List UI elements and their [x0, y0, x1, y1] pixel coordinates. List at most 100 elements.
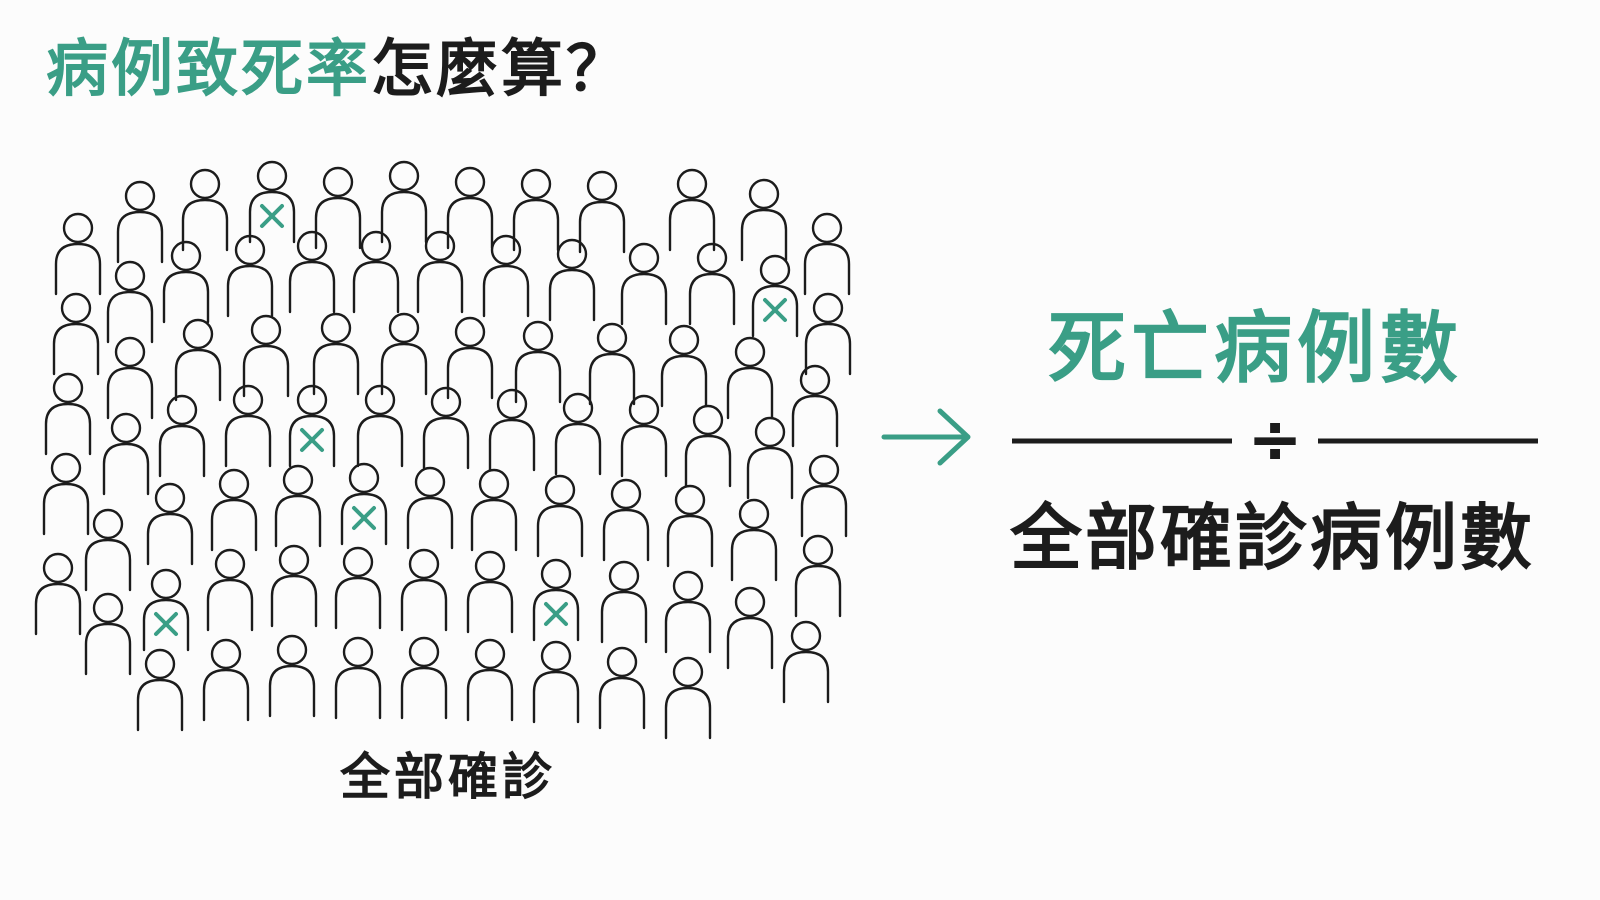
person-icon: [136, 648, 184, 732]
person-icon: [466, 638, 514, 722]
person-icon: [312, 312, 360, 396]
formula-numerator: 死亡病例數: [1048, 304, 1464, 394]
person-icon: [288, 230, 336, 314]
person-icon: [274, 464, 322, 548]
person-icon: [400, 636, 448, 720]
person-icon: [400, 548, 448, 632]
person-icon: [514, 320, 562, 404]
person-icon: [688, 242, 736, 326]
person-icon: [106, 336, 154, 420]
person-icon: [470, 468, 518, 552]
person-icon: [548, 238, 596, 322]
person-icon: [620, 242, 668, 326]
person-icon: [446, 316, 494, 400]
person-icon: [791, 364, 839, 448]
person-icon: [726, 336, 774, 420]
person-icon: [602, 478, 650, 562]
person-icon: [226, 234, 274, 318]
person-icon: [380, 160, 428, 244]
person-icon: [54, 212, 102, 296]
person-icon: [794, 534, 842, 618]
person-icon: [158, 394, 206, 478]
arrow-right-icon: [881, 408, 971, 466]
person-icon: [334, 546, 382, 630]
person-icon: [352, 230, 400, 314]
person-icon: [751, 254, 799, 338]
person-icon: [512, 168, 560, 252]
person-icon: [224, 384, 272, 468]
title-rest: 怎麼算？: [371, 32, 632, 105]
person-icon: [84, 508, 132, 592]
person-icon: [532, 558, 580, 642]
division-operator: ÷: [1247, 418, 1302, 478]
person-icon: [142, 568, 190, 652]
person-icon: [660, 324, 708, 408]
person-icon: [620, 394, 668, 478]
person-icon: [268, 634, 316, 718]
person-icon: [730, 498, 778, 582]
x-mark-icon: [352, 506, 376, 530]
person-icon: [248, 160, 296, 244]
person-icon: [242, 314, 290, 398]
person-icon: [532, 640, 580, 724]
person-icon: [598, 646, 646, 730]
person-icon: [422, 386, 470, 470]
person-icon: [482, 234, 530, 318]
person-icon: [162, 240, 210, 324]
person-icon: [356, 384, 404, 468]
person-icon: [578, 170, 626, 254]
person-icon: [664, 570, 712, 654]
x-mark-icon: [544, 602, 568, 626]
person-icon: [202, 638, 250, 722]
person-icon: [800, 454, 848, 538]
crowd-label: 全部確診: [340, 748, 556, 806]
page-title: 病例致死率怎麼算？: [46, 38, 631, 100]
person-icon: [666, 484, 714, 568]
person-icon: [44, 372, 92, 456]
person-icon: [174, 318, 222, 402]
person-icon: [684, 404, 732, 488]
division-sign: ÷: [1012, 418, 1538, 478]
person-icon: [116, 180, 164, 264]
person-icon: [536, 474, 584, 558]
person-icon: [210, 468, 258, 552]
person-icon: [52, 292, 100, 376]
x-mark-icon: [763, 298, 787, 322]
person-icon: [664, 656, 712, 740]
person-icon: [446, 166, 494, 250]
person-icon: [106, 260, 154, 344]
person-icon: [334, 636, 382, 720]
person-icon: [340, 462, 388, 546]
person-icon: [181, 168, 229, 252]
person-icon: [34, 552, 82, 636]
person-icon: [466, 550, 514, 634]
x-mark-icon: [154, 612, 178, 636]
crowd-illustration: [34, 160, 852, 740]
person-icon: [84, 592, 132, 676]
x-mark-icon: [260, 204, 284, 228]
person-icon: [554, 392, 602, 476]
title-accent: 病例致死率: [46, 32, 372, 105]
person-icon: [588, 322, 636, 406]
person-icon: [206, 548, 254, 632]
person-icon: [600, 560, 648, 644]
person-icon: [270, 544, 318, 628]
person-icon: [804, 292, 852, 376]
person-icon: [406, 466, 454, 550]
person-icon: [314, 166, 362, 250]
person-icon: [288, 384, 336, 468]
person-icon: [803, 212, 851, 296]
person-icon: [102, 412, 150, 496]
person-icon: [488, 388, 536, 472]
person-icon: [726, 586, 774, 670]
person-icon: [746, 416, 794, 500]
person-icon: [668, 168, 716, 252]
x-mark-icon: [300, 428, 324, 452]
person-icon: [42, 452, 90, 536]
person-icon: [380, 312, 428, 396]
person-icon: [782, 620, 830, 704]
person-icon: [740, 178, 788, 262]
formula-denominator: 全部確診病例數: [1010, 496, 1536, 580]
person-icon: [416, 230, 464, 314]
person-icon: [146, 482, 194, 566]
